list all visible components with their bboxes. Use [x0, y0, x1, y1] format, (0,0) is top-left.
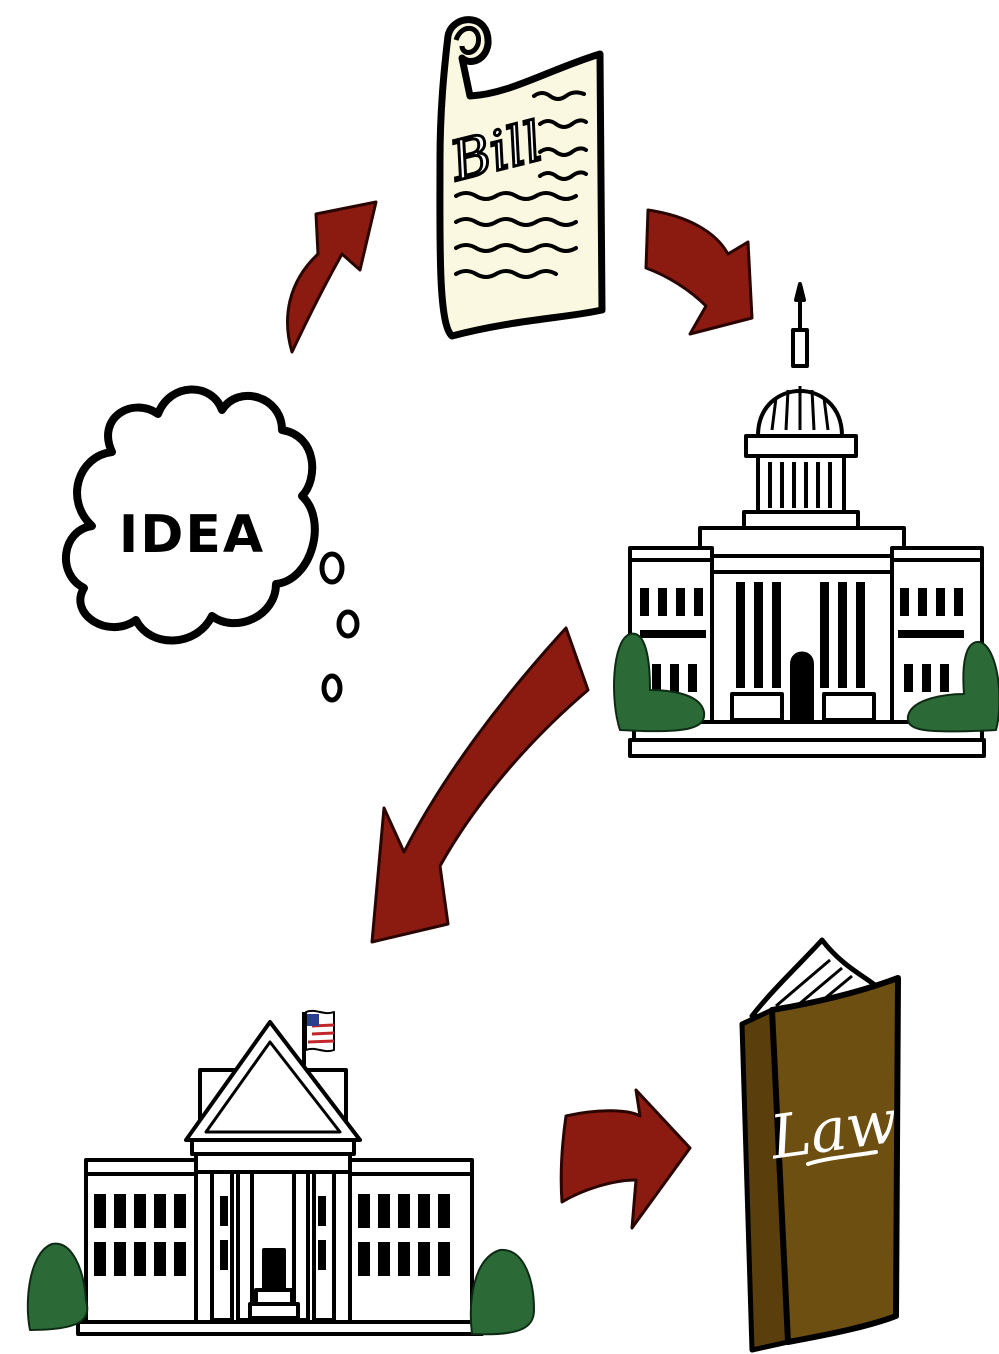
capitol-pediment [698, 526, 906, 558]
arrow-bill-to-capitol [644, 208, 754, 336]
thought-cloud-shape [61, 385, 319, 645]
capitol-lantern [791, 328, 809, 368]
arrow-capitol-to-white-house [370, 626, 590, 944]
white-house-node [26, 1009, 535, 1336]
capitol-shrub-left [613, 632, 706, 733]
idea-label: IDEA [119, 505, 265, 565]
us-flag-icon [305, 1009, 335, 1053]
arrow-idea-to-bill [286, 200, 378, 354]
white-house-windows [94, 1194, 450, 1276]
dome-ribs [770, 386, 830, 431]
idea-node: IDEA [61, 385, 360, 703]
white-house-door [262, 1248, 286, 1292]
thought-bubble-small [321, 673, 343, 703]
bill-text-lines [454, 90, 588, 279]
capitol-columns [736, 582, 865, 688]
arrow-white-house-to-law [559, 1088, 692, 1230]
law-book-node: Law [739, 937, 902, 1353]
white-house-shrub-right [469, 1248, 535, 1336]
white-house-base [76, 1320, 484, 1336]
capitol-node [613, 282, 999, 758]
thought-bubble-medium [336, 609, 360, 639]
capitol-windows [640, 588, 964, 692]
drum-columns [768, 462, 832, 508]
white-house-shrub-left [26, 1242, 89, 1331]
bill-node: Bill [436, 16, 606, 340]
dome-base [744, 434, 858, 458]
law-underline [806, 1150, 878, 1166]
scroll-curl [453, 26, 481, 55]
capitol-door [790, 651, 814, 722]
capitol-spire [794, 282, 806, 302]
capitol-shrub-right [906, 640, 999, 733]
thought-bubble-large [319, 551, 345, 585]
